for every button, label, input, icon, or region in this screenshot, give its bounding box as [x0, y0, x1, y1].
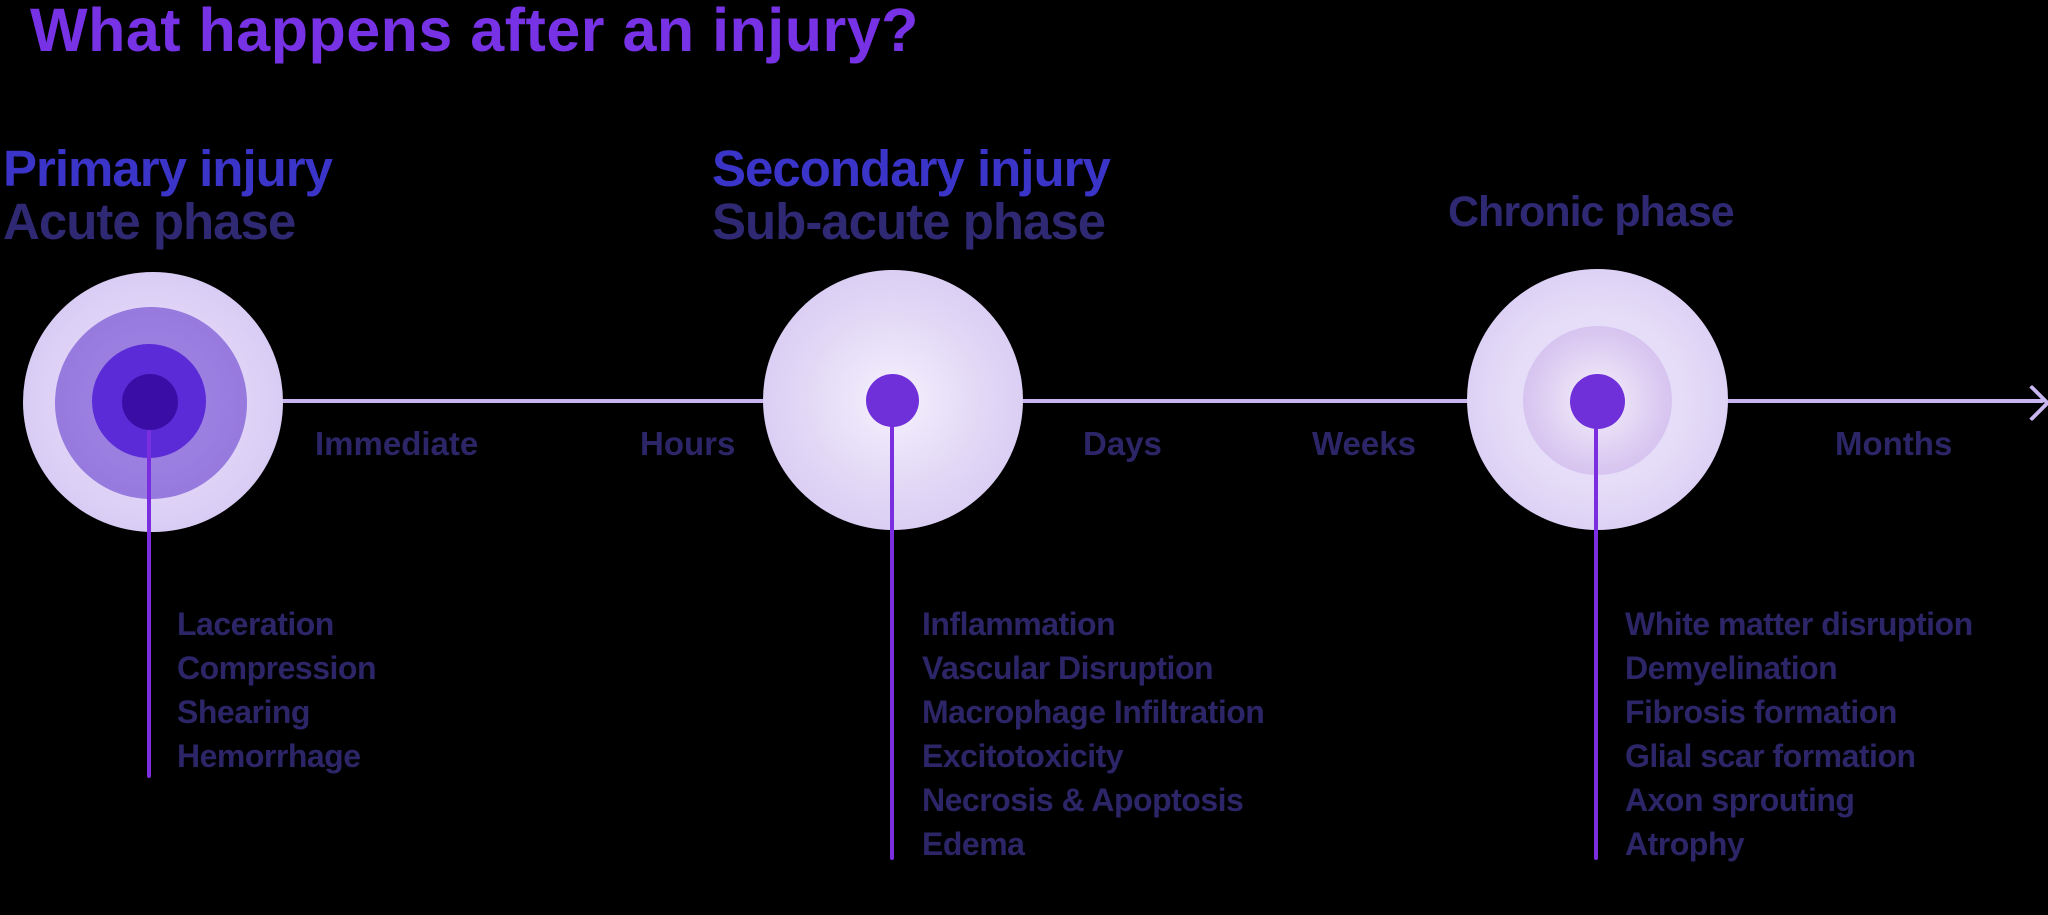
arrow-right-icon	[2013, 384, 2048, 422]
list-item: Vascular Disruption	[922, 650, 1214, 686]
primary-injury-header: Primary injury Acute phase	[3, 140, 333, 250]
list-item: Fibrosis formation	[1625, 694, 1897, 730]
secondary-injury-drop-line	[890, 401, 894, 860]
timeline-label-days: Days	[1083, 425, 1162, 462]
primary-injury-drop-line	[147, 402, 151, 778]
secondary-injury-label: Secondary injury	[712, 140, 1111, 197]
timeline-label-months: Months	[1835, 425, 1953, 462]
primary-injury-label: Primary injury	[3, 140, 333, 197]
timeline-label-hours: Hours	[640, 425, 736, 462]
list-item: Laceration	[177, 606, 334, 642]
list-item: Necrosis & Apoptosis	[922, 782, 1244, 818]
chronic-phase-item-list: White matter disruption Demyelination Fi…	[1625, 602, 1973, 866]
primary-injury-item-list: Laceration Compression Shearing Hemorrha…	[177, 602, 376, 778]
chronic-phase-label: Chronic phase	[1448, 188, 1735, 236]
chronic-phase-dot	[1570, 374, 1625, 429]
list-item: Edema	[922, 826, 1025, 862]
acute-phase-label: Acute phase	[3, 193, 296, 250]
sub-acute-phase-label: Sub-acute phase	[712, 193, 1106, 250]
chronic-phase-drop-line	[1594, 401, 1598, 860]
list-item: Axon sprouting	[1625, 782, 1855, 818]
page-title: What happens after an injury?	[30, 0, 919, 64]
list-item: Atrophy	[1625, 826, 1745, 862]
timeline-label-immediate: Immediate	[315, 425, 479, 462]
list-item: Hemorrhage	[177, 738, 361, 774]
list-item: Shearing	[177, 694, 310, 730]
list-item: Excitotoxicity	[922, 738, 1124, 774]
secondary-injury-header: Secondary injury Sub-acute phase	[712, 140, 1111, 250]
list-item: Demyelination	[1625, 650, 1838, 686]
chronic-phase-header: Chronic phase	[1448, 188, 1735, 236]
timeline-label-weeks: Weeks	[1312, 425, 1416, 462]
list-item: White matter disruption	[1625, 606, 1973, 642]
secondary-injury-item-list: Inflammation Vascular Disruption Macroph…	[922, 602, 1265, 866]
secondary-injury-dot	[866, 374, 919, 427]
list-item: Glial scar formation	[1625, 738, 1916, 774]
timeline-axis-line	[150, 399, 2044, 403]
primary-injury-core-dot	[122, 374, 178, 430]
list-item: Macrophage Infiltration	[922, 694, 1265, 730]
list-item: Compression	[177, 650, 376, 686]
list-item: Inflammation	[922, 606, 1116, 642]
